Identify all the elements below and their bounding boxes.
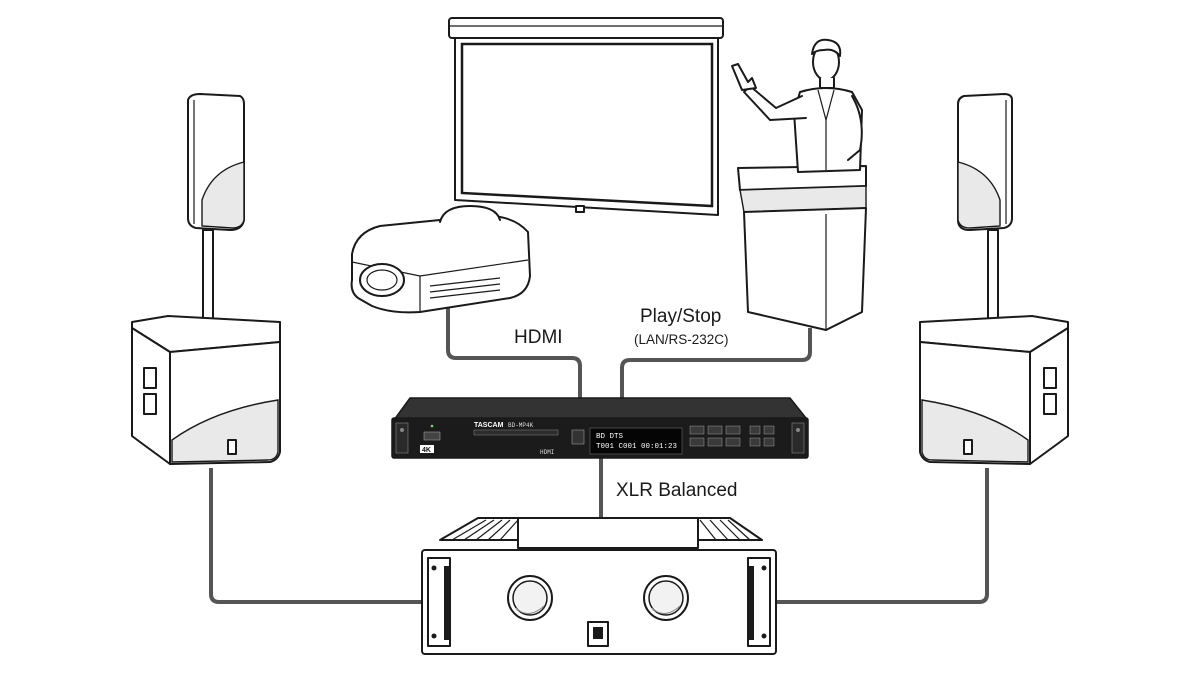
player-brand: TASCAM (474, 422, 504, 429)
player-display-line2: T001 C001 00:01:23 (596, 443, 678, 451)
xlr-balanced-label: XLR Balanced (616, 480, 737, 501)
hdmi-cable (446, 308, 582, 398)
podium (737, 165, 867, 331)
projector (350, 205, 531, 314)
control-cable (620, 328, 812, 398)
player-logos: HDMI (540, 449, 554, 456)
cables (209, 308, 989, 604)
power-amplifier (421, 517, 777, 655)
player-4k-badge: 4K (422, 447, 431, 454)
right-speaker-cable (776, 468, 989, 604)
projection-screen (448, 17, 724, 216)
left-speaker (131, 93, 281, 465)
player-model: BD-MP4K (508, 422, 534, 429)
bluray-player: TASCAM BD-MP4K 4K HDMI BD DTS T001 C001 … (391, 397, 809, 459)
lan-rs232c-label: (LAN/RS-232C) (634, 332, 729, 347)
right-speaker (919, 93, 1069, 465)
player-display-line1: BD DTS (596, 433, 624, 441)
play-stop-label: Play/Stop (640, 306, 721, 327)
left-speaker-cable (209, 468, 422, 604)
hdmi-label: HDMI (514, 327, 563, 348)
presenter (731, 38, 863, 173)
